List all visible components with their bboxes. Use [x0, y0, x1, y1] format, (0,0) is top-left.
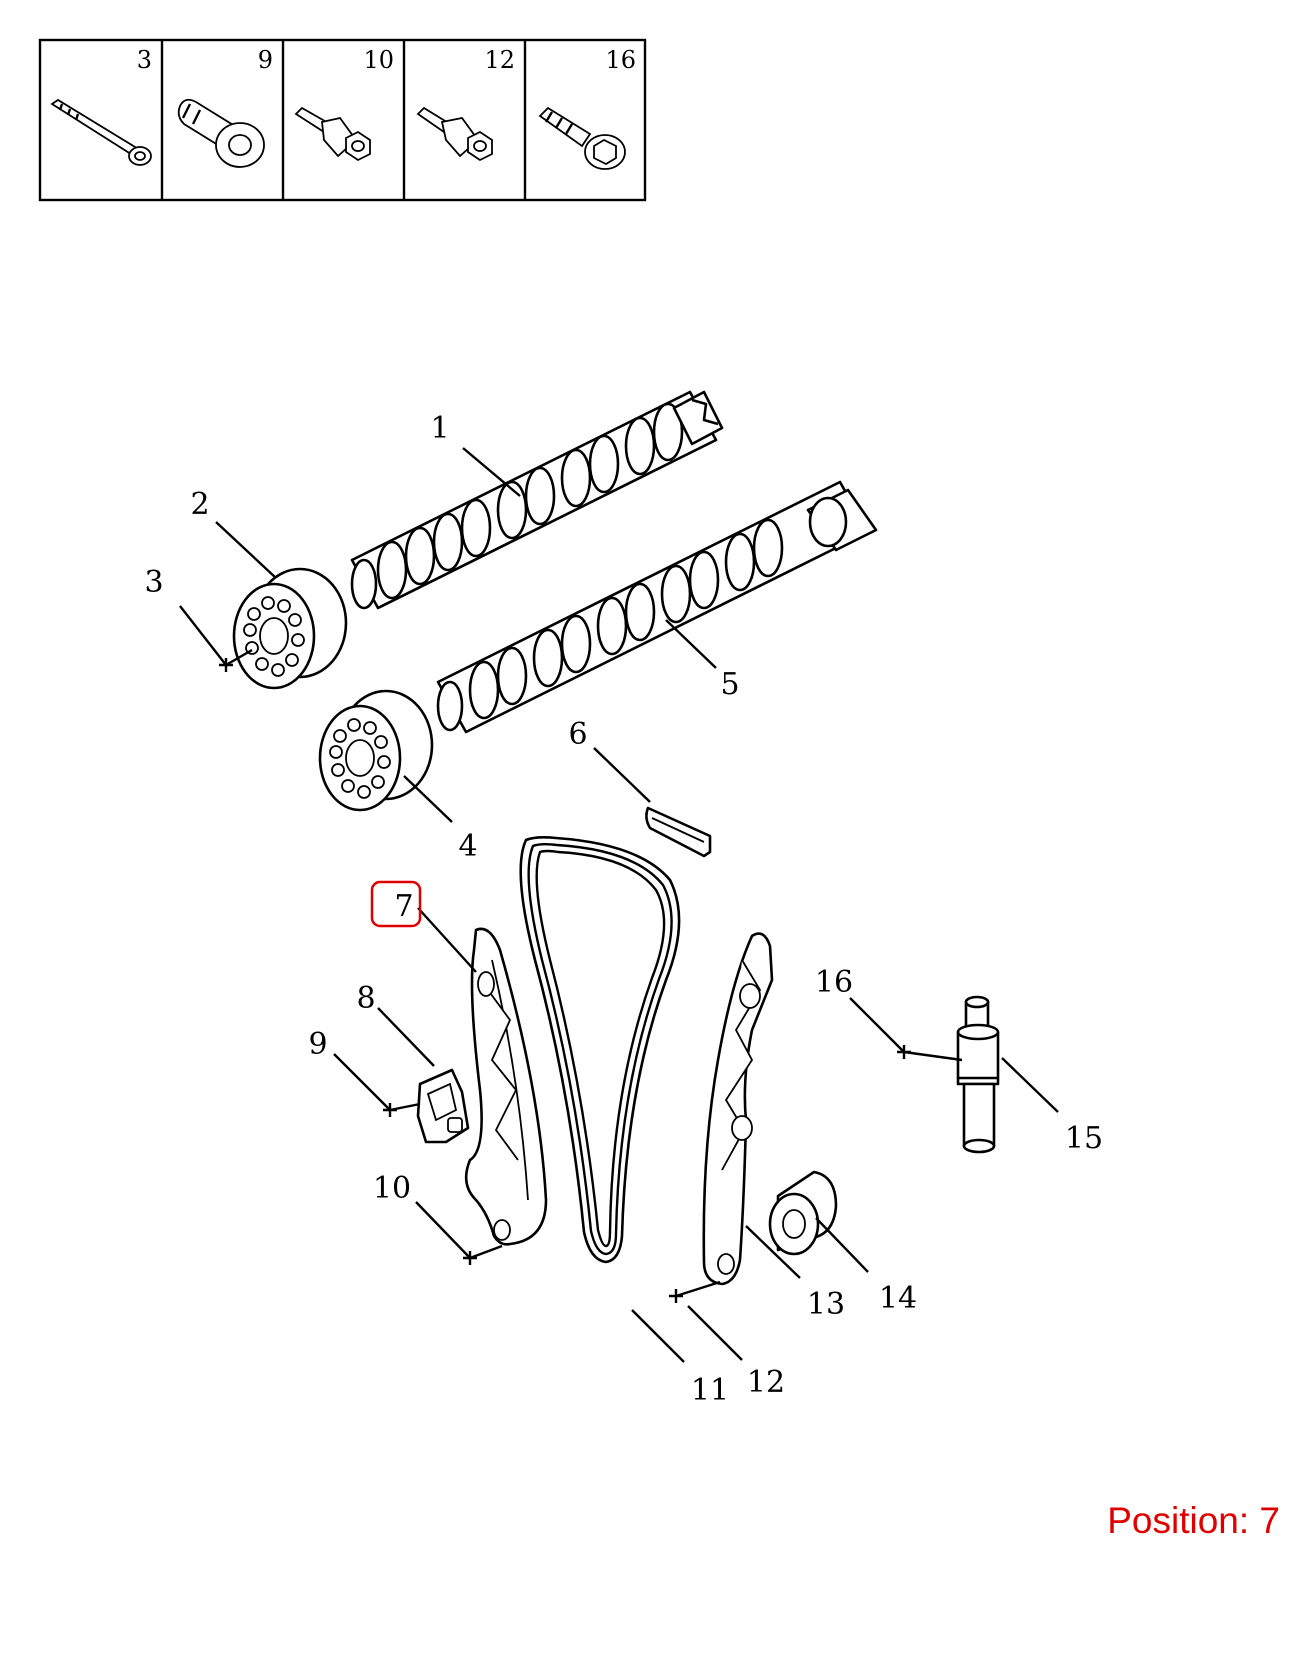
callout-2[interactable]: 2	[190, 487, 209, 522]
chain-guide-pad-6	[645, 806, 712, 858]
bushing-14	[768, 1170, 838, 1256]
cross-markers	[219, 658, 911, 1303]
camshaft-5	[436, 480, 878, 734]
callout-9[interactable]: 9	[308, 1027, 327, 1062]
callout-11[interactable]: 11	[691, 1373, 729, 1408]
callout-5[interactable]: 5	[720, 667, 739, 702]
hex-flange-bolt-icon	[538, 106, 626, 170]
thumbnail-12-number: 12	[484, 46, 515, 74]
thumbnail-3-number: 3	[137, 46, 152, 74]
chain-tensioner-8	[416, 1068, 470, 1144]
callout-12[interactable]: 12	[747, 1365, 785, 1400]
callout-labels: 1 2 3 4 5 6 7 8 9 10 11 12 13 14 15 16	[144, 411, 1103, 1408]
callout-4[interactable]: 4	[458, 829, 477, 864]
callout-14[interactable]: 14	[879, 1281, 917, 1316]
hex-shoulder-bolt-icon	[294, 106, 371, 162]
callout-7[interactable]: 7	[394, 889, 413, 924]
torx-flange-bolt-icon	[177, 98, 265, 168]
callout-7-highlight	[370, 880, 422, 928]
chain-guide-13	[702, 932, 774, 1286]
chain-tensioner-guide-7[interactable]	[464, 927, 548, 1246]
camshaft-1	[350, 390, 724, 610]
callout-6[interactable]: 6	[568, 717, 587, 752]
hex-shoulder-bolt-icon-2	[416, 106, 493, 162]
callout-1[interactable]: 1	[430, 411, 449, 446]
thumbnail-16[interactable]: 16	[538, 46, 636, 170]
timing-chain-11	[519, 836, 681, 1264]
callout-8[interactable]: 8	[356, 981, 375, 1016]
callout-10[interactable]: 10	[373, 1171, 411, 1206]
camshaft-sprocket-4	[318, 689, 434, 812]
position-indicator: Position: 7	[1107, 1500, 1280, 1541]
thumbnail-9-number: 9	[258, 46, 273, 74]
leader-lines	[179, 447, 1059, 1363]
thumbnail-10-number: 10	[363, 46, 394, 74]
callout-16[interactable]: 16	[815, 965, 853, 1000]
callout-3[interactable]: 3	[144, 565, 163, 600]
thumbnail-16-number: 16	[605, 46, 636, 74]
callout-15[interactable]: 15	[1065, 1121, 1103, 1156]
thumbnail-12[interactable]: 12	[416, 46, 515, 162]
camshaft-sprocket-2	[232, 567, 348, 690]
fastener-thumbnail-strip: 3 9 10	[38, 38, 647, 202]
camshaft-5-lobes	[436, 518, 784, 732]
callout-13[interactable]: 13	[807, 1287, 845, 1322]
thumbnail-10[interactable]: 10	[294, 46, 394, 162]
thumbnail-3[interactable]: 3	[50, 46, 152, 166]
tensioner-plunger-15	[956, 995, 1000, 1154]
camshaft-1-lobes	[350, 402, 684, 610]
thumbnail-9[interactable]: 9	[177, 46, 273, 168]
long-bolt-icon	[50, 98, 152, 166]
